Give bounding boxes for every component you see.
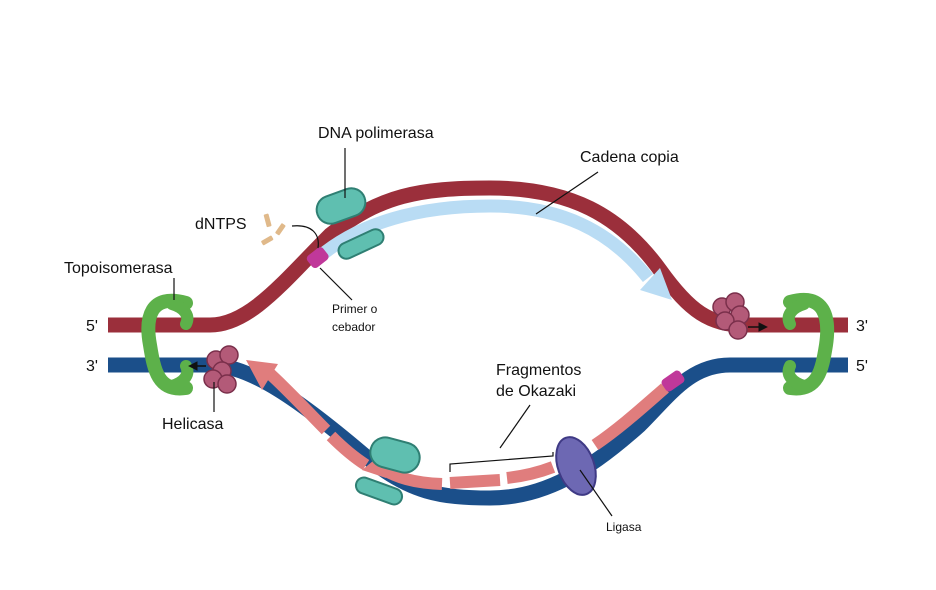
label-cadena-copia: Cadena copia [580,149,679,166]
label-dntps: dNTPS [195,216,247,233]
dna-polymerase-bottom [354,436,421,506]
topoisomerase-right-inner [782,298,810,392]
end-label-bottom-left: 3' [86,358,98,375]
topoisomerase-right [783,293,835,396]
end-label-top-right: 3' [856,318,868,335]
primer-bottom [661,370,685,392]
okazaki-fragment [506,461,556,484]
label-helicasa: Helicasa [162,416,223,433]
okazaki-fragment [263,367,331,435]
label-dna-polimerasa: DNA polimerasa [318,125,434,142]
leader-lines [173,148,613,517]
end-label-bottom-right: 5' [856,358,868,375]
dna-polymerase-top [315,187,385,260]
topoisomerase-left [141,293,193,396]
label-ligasa: Ligasa [606,520,642,534]
helicase-left [188,345,239,394]
lagging-arrowhead [246,360,278,390]
label-fragmentos-1: Fragmentos [496,362,581,379]
okazaki-fragment [326,431,370,471]
okazaki-fragment [591,383,669,450]
topoisomerase-left-inner [166,298,194,392]
helicase-right [712,292,768,340]
label-topoisomerasa: Topoisomerasa [64,260,173,277]
leading-copy-arrowhead [640,268,672,300]
label-primer-1: Primer o [332,302,378,316]
label-primer-2: cebador [332,320,375,334]
okazaki-fragment [449,474,501,489]
leading-copy-strand [313,199,654,283]
end-label-top-left: 5' [86,318,98,335]
top-parent-strand [108,180,848,333]
ligase [555,436,597,496]
dntps [261,213,286,246]
primer-top [306,247,329,269]
label-fragmentos-2: de Okazaki [496,383,576,400]
